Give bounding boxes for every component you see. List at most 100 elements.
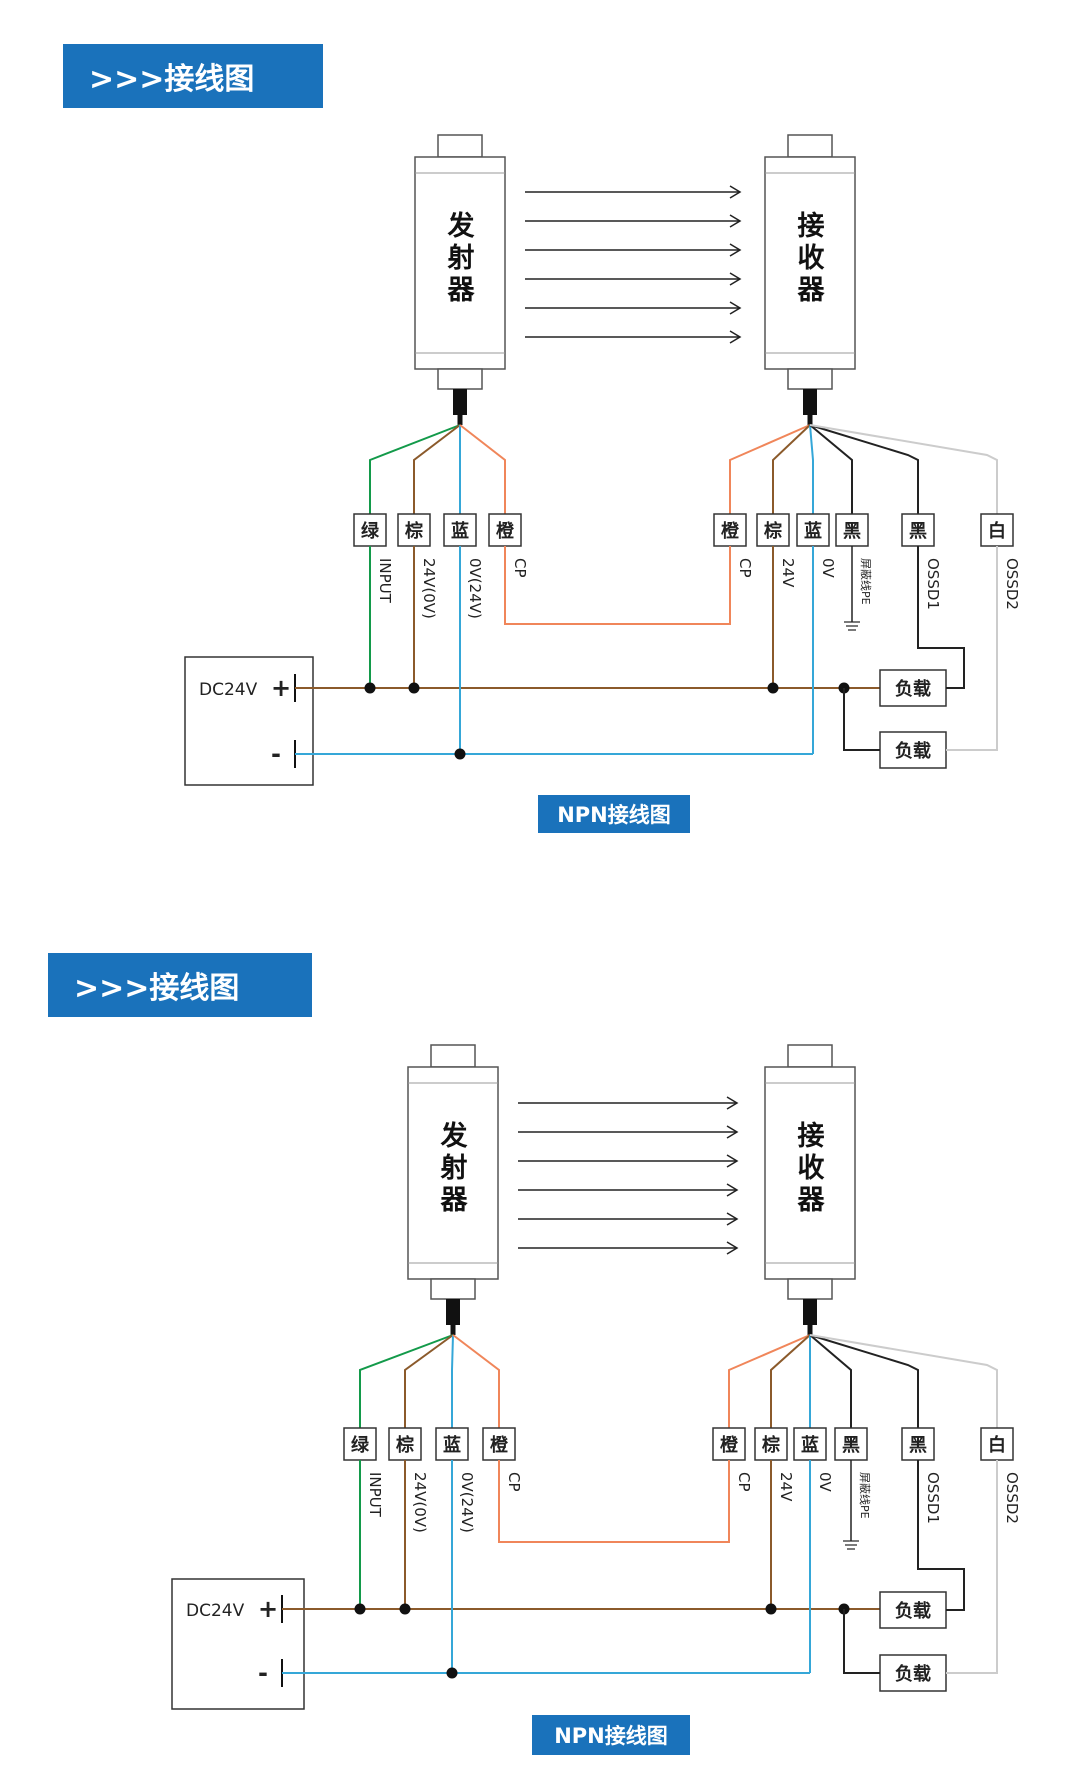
- receiver-wire-color-label-label: 白: [988, 1434, 1006, 1456]
- emitter-wire-signal: 24V(0V): [411, 1472, 429, 1533]
- emitter-connector: [437, 368, 483, 390]
- emitter-wire-signal: INPUT: [376, 558, 394, 604]
- emitter-body: [414, 156, 506, 370]
- junction-dot: [354, 1603, 366, 1615]
- emitter-label-char: 发: [447, 210, 475, 242]
- wiring-diagram: 发射器接收器绿INPUT棕24V(0V)蓝0V(24V)橙CP橙CP棕24V蓝0…: [171, 1044, 1021, 1710]
- emitter-wire: [369, 424, 461, 514]
- receiver-wire-color-label: [901, 513, 935, 547]
- arrow-head: [729, 330, 742, 344]
- power-supply-label: DC24V: [199, 680, 258, 700]
- receiver-wire-color-label-label: 橙: [720, 1434, 739, 1456]
- receiver-wire-signal: 0V: [816, 1472, 834, 1493]
- cp-link-wire: [504, 546, 731, 625]
- receiver-cap: [787, 1044, 833, 1068]
- emitter-wire-signal: INPUT: [366, 1472, 384, 1518]
- emitter-wire-signal: 24V(0V): [420, 558, 438, 619]
- arrow-head: [729, 272, 742, 286]
- receiver-cable-gland: [803, 389, 817, 415]
- load-box-label: 负载: [895, 1663, 931, 1685]
- receiver-wire: [809, 1334, 919, 1428]
- emitter-wire-color-label-label: 橙: [490, 1434, 509, 1456]
- receiver-label-char: 器: [797, 275, 826, 306]
- receiver-wire-color-label: [793, 1427, 827, 1461]
- receiver-wire-signal: CP: [735, 1472, 753, 1492]
- emitter-label-char: 射: [440, 1153, 468, 1184]
- emitter-wire-signal: 0V(24V): [458, 1472, 476, 1533]
- receiver-wire-color-label-label: 橙: [721, 520, 740, 542]
- junction-dot: [767, 682, 779, 694]
- receiver-wire-signal: CP: [736, 558, 754, 578]
- emitter-wire: [459, 424, 506, 514]
- emitter-connector: [430, 1278, 476, 1300]
- receiver-wire-color-label-label: 棕: [762, 1434, 780, 1456]
- load-box-label: 负载: [895, 740, 931, 762]
- receiver-wire: [809, 424, 919, 514]
- receiver-wire-signal: 24V: [779, 558, 797, 588]
- arrow-head: [726, 1183, 739, 1197]
- receiver-body: [764, 156, 856, 370]
- receiver-label-char: 收: [798, 243, 825, 274]
- emitter-wire-color-label-label: 绿: [351, 1434, 370, 1456]
- emitter-label-char: 发: [440, 1120, 468, 1152]
- emitter-wire: [404, 1334, 454, 1428]
- section-banner: >>>接线图: [63, 44, 323, 108]
- receiver-wire-color-label: [712, 1427, 746, 1461]
- receiver-connector: [787, 1278, 833, 1300]
- load-box-label: 负载: [895, 1600, 931, 1622]
- receiver-wire-signal: OSSD1: [924, 558, 942, 610]
- emitter-wire-color-label: [482, 1427, 516, 1461]
- power-supply-box: [171, 1578, 305, 1710]
- receiver-label-char: 接: [798, 1121, 825, 1152]
- receiver-label: 接收器: [797, 1121, 826, 1216]
- receiver-wire: [809, 424, 998, 514]
- receiver-wire: [770, 1334, 811, 1428]
- ossd1-wire: [917, 1460, 965, 1611]
- arrow-head: [729, 243, 742, 257]
- emitter-wire-color-label-label: 棕: [405, 520, 423, 542]
- emitter-wire-color-label-label: 蓝: [451, 521, 469, 542]
- emitter-wire-signal: 0V(24V): [466, 558, 484, 619]
- emitter-wire-color-label-label: 棕: [396, 1434, 414, 1456]
- receiver-wire-signal: OSSD2: [1003, 1472, 1021, 1524]
- receiver-wire-color-label-label: 黑: [842, 1435, 860, 1456]
- receiver-wire: [809, 1334, 998, 1428]
- emitter-cap: [437, 134, 483, 158]
- arrow-head: [726, 1241, 739, 1255]
- receiver-wire-color-label: [834, 1427, 868, 1461]
- wiring-diagram: 发射器接收器绿INPUT棕24V(0V)蓝0V(24V)橙CP橙CP棕24V蓝0…: [184, 134, 1021, 786]
- emitter-label-char: 器: [447, 275, 476, 306]
- receiver-wire-color-label-label: 黑: [909, 1435, 927, 1456]
- power-negative-symbol: -: [258, 1659, 268, 1687]
- receiver-wire-color-label-label: 棕: [764, 520, 782, 542]
- receiver-wire-signal: 24V: [777, 1472, 795, 1502]
- cp-link-wire: [498, 1460, 730, 1543]
- receiver-wire-color-label-label: 黑: [843, 521, 861, 542]
- junction-dot: [408, 682, 420, 694]
- emitter-wire-color-label: [435, 1427, 469, 1461]
- power-supply-box: [184, 656, 314, 786]
- emitter-wire-signal: CP: [511, 558, 529, 578]
- emitter-wire: [451, 1334, 454, 1428]
- ossd2-wire: [946, 546, 998, 751]
- load-box-label: 负载: [895, 678, 931, 700]
- arrow-head: [726, 1154, 739, 1168]
- arrow-head: [726, 1212, 739, 1226]
- receiver-wire-signal: 屏蔽线PE: [859, 558, 873, 605]
- emitter-wire-color-label-label: 橙: [496, 520, 515, 542]
- ossd2-wire: [946, 1460, 998, 1674]
- junction-dot: [364, 682, 376, 694]
- emitter-label-char: 射: [447, 243, 475, 274]
- junction-dot: [446, 1667, 458, 1679]
- emitter-wire-color-label-label: 绿: [361, 520, 380, 542]
- receiver-wire-signal: OSSD1: [924, 1472, 942, 1524]
- emitter-cap: [430, 1044, 476, 1068]
- receiver-label-char: 收: [798, 1153, 825, 1184]
- power-negative-symbol: -: [271, 740, 281, 768]
- receiver-label-char: 器: [797, 1185, 826, 1216]
- emitter-wire-color-label-label: 蓝: [443, 1435, 461, 1456]
- receiver-wire-color-label: [980, 513, 1014, 547]
- receiver-wire-color-label-label: 蓝: [804, 521, 822, 542]
- junction-dot: [454, 748, 466, 760]
